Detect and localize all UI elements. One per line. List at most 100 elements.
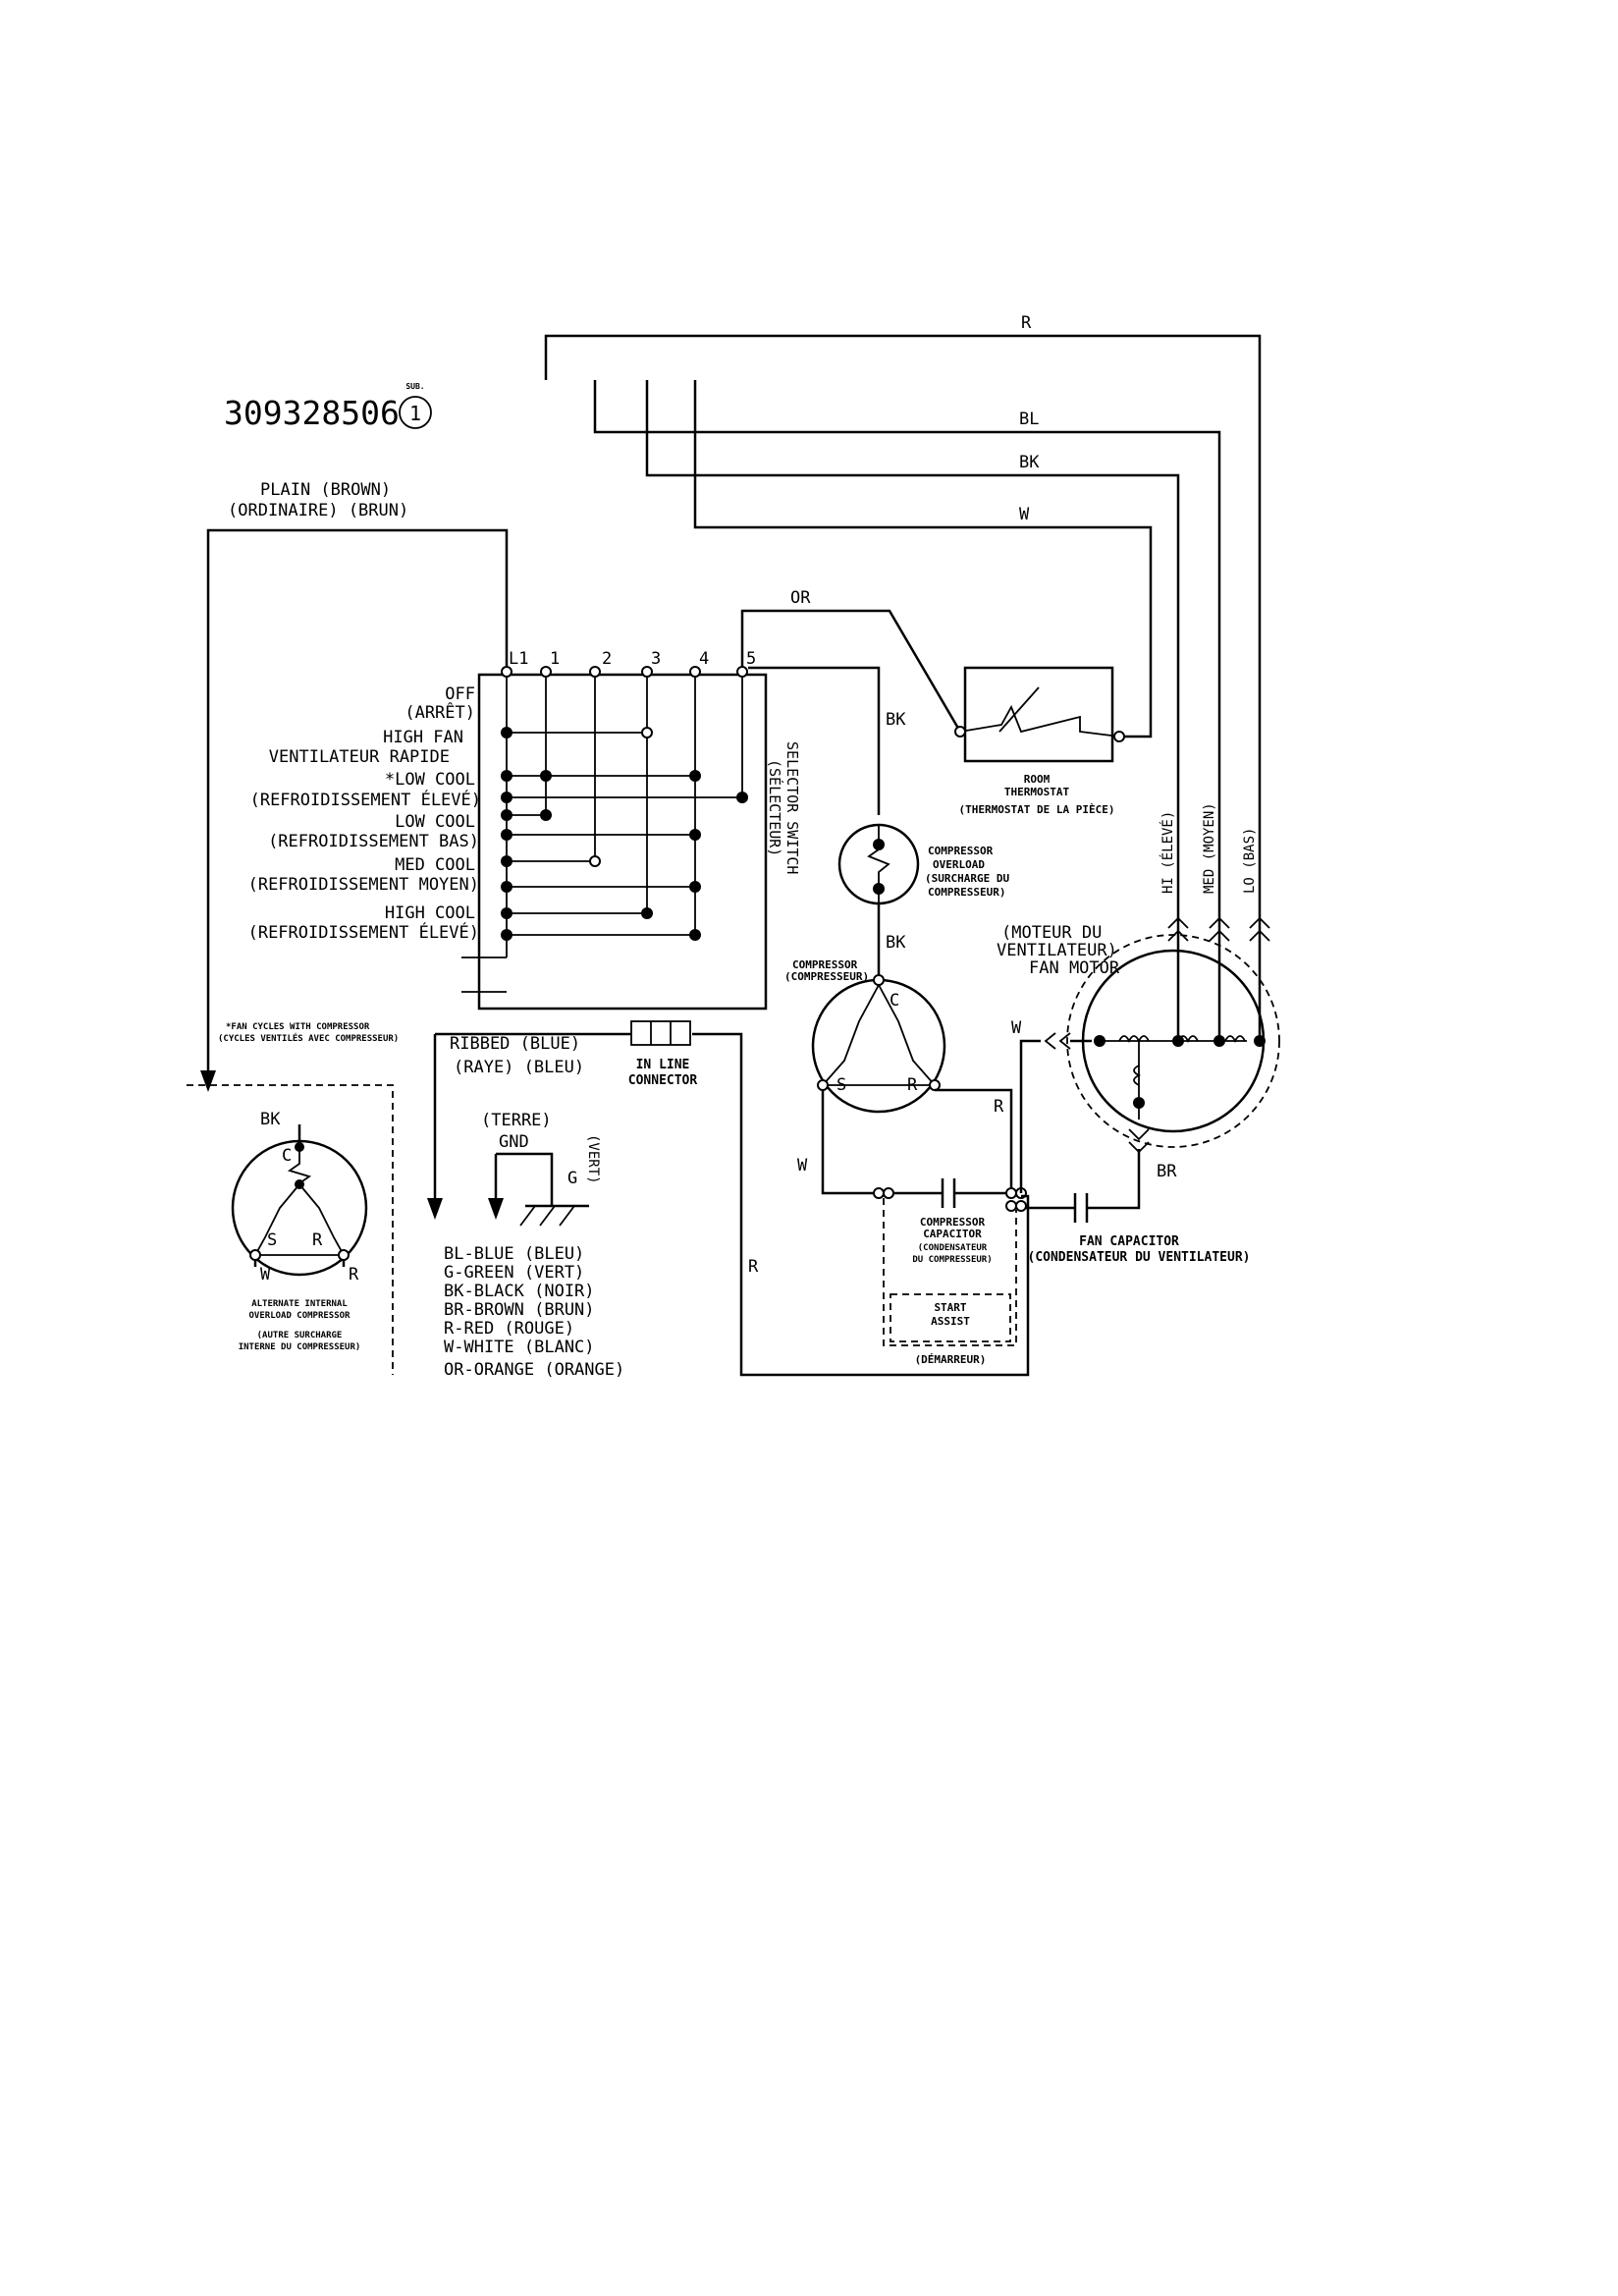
start-assist-box [890,1293,1011,1342]
start-assist-l2: ASSIST [931,1315,970,1328]
terminal-4: 4 [699,649,709,669]
wire-label-r-comp: R [994,1097,1004,1117]
fan-motor-l1: (MOTEUR DU [1001,923,1102,943]
in-line-connector [630,1020,691,1046]
comp-overload-l3: (SURCHARGE DU [925,872,1009,885]
svg-text:(SÉLECTEUR): (SÉLECTEUR) [766,759,784,856]
comp-cap-l2: CAPACITOR [923,1228,982,1240]
legend-5: W-WHITE (BLANC) [444,1338,595,1357]
alt-l1: ALTERNATE INTERNAL [251,1299,348,1309]
svg-text:HI (ÉLEVÉ): HI (ÉLEVÉ) [1160,811,1176,894]
position-low-cool-star-fr: (REFROIDISSEMENT ÉLEVÉ) [250,789,481,810]
terminal-2: 2 [602,649,612,669]
fan-motor-l2: VENTILATEUR) [997,941,1117,960]
room-thermostat-l1: ROOM [1024,773,1051,786]
svg-text:LO (BAS): LO (BAS) [1242,828,1258,894]
compressor-l1: COMPRESSOR [792,958,858,971]
position-off-fr: (ARRÊT) [404,701,475,723]
room-thermostat-l2: THERMOSTAT [1004,786,1070,798]
ground-vert: (VERT) [585,1134,601,1184]
comp-cap-l3: (CONDENSATEUR [918,1243,988,1253]
position-low-cool-fr: (REFROIDISSEMENT BAS) [268,832,479,851]
comp-cap-l4: DU COMPRESSEUR) [912,1255,992,1265]
wire-label-bk-comp2: BK [886,933,906,953]
plain-brown-line2: (ORDINAIRE) (BRUN) [228,501,408,520]
position-high-fan-fr: VENTILATEUR RAPIDE [269,747,450,767]
connector-l1: IN LINE [636,1058,690,1072]
position-high-cool: HIGH COOL [385,903,475,923]
legend-1: G-GREEN (VERT) [444,1263,584,1283]
legend-0: BL-BLUE (BLEU) [444,1244,584,1264]
start-assist-l3: (DÉMARREUR) [915,1353,987,1366]
switch-internal-wiring [461,678,748,993]
fan-note-l1: *FAN CYCLES WITH COMPRESSOR [226,1022,370,1032]
position-high-fan: HIGH FAN [383,728,463,747]
fan-cap-l1: FAN CAPACITOR [1079,1234,1179,1249]
wire-label-r-bottom: R [748,1257,759,1277]
thermostat-contact [959,704,1120,738]
alt-c: C [282,1146,292,1166]
fan-motor-l3: FAN MOTOR [1029,958,1120,978]
legend-6: OR-ORANGE (ORANGE) [444,1360,624,1380]
comp-overload-l4: COMPRESSEUR) [928,886,1005,899]
speed-tap-med: MED (MOYEN) [1202,802,1217,894]
wire-label-bl: BL [1019,410,1039,429]
wire-label-or: OR [790,588,811,608]
position-med-cool-fr: (REFROIDISSEMENT MOYEN) [248,875,479,895]
fan-note-l2: (CYCLES VENTILÉS AVEC COMPRESSEUR) [218,1032,399,1044]
ground-terre: (TERRE) [481,1111,552,1130]
part-number: 309328506 [224,394,400,432]
speed-tap-hi: HI (ÉLEVÉ) [1160,811,1176,894]
compressor [811,978,946,1114]
compressor-l2: (COMPRESSEUR) [784,970,869,983]
alt-l2: OVERLOAD COMPRESSOR [249,1311,351,1321]
fan-motor-windings [1094,916,1270,1154]
room-thermostat-box [963,666,1114,763]
plain-brown-line1: PLAIN (BROWN) [260,480,391,500]
sub-number: 1 [409,402,421,425]
ground-gnd: GND [499,1132,529,1152]
ribbed-l1: RIBBED (BLUE) [450,1034,580,1054]
selector-switch-label: SELECTOR SWITCH (SÉLECTEUR) [766,741,801,874]
alt-s: S [267,1230,277,1250]
legend-2: BK-BLACK (NOIR) [444,1282,595,1301]
position-med-cool: MED COOL [395,855,475,875]
ribbed-l2: (RAYE) (BLEU) [454,1058,584,1077]
wire-label-r: R [1021,313,1032,333]
position-low-cool-star: *LOW COOL [385,770,475,790]
comp-overload-l2: OVERLOAD [933,858,985,871]
position-high-cool-fr: (REFROIDISSEMENT ÉLEVÉ) [248,921,479,943]
comp-r: R [907,1075,918,1095]
sub-label: SUB. [405,382,424,391]
color-legend: BL-BLUE (BLEU) G-GREEN (VERT) BK-BLACK (… [444,1244,624,1380]
terminal-1: 1 [550,649,560,669]
alt-r: R [312,1230,323,1250]
wire-label-bk-comp: BK [886,710,906,730]
svg-text:SELECTOR SWITCH: SELECTOR SWITCH [783,741,801,874]
speed-tap-lo: LO (BAS) [1242,828,1258,894]
position-low-cool: LOW COOL [395,812,475,832]
wire-label-w-fan: W [1011,1018,1022,1038]
svg-text:MED (MOYEN): MED (MOYEN) [1202,802,1217,894]
top-wires: R BL BK W OR BK [206,313,1262,1070]
terminal-l1: L1 [509,649,528,669]
comp-overload-l1: COMPRESSOR [928,845,994,857]
terminal-5: 5 [746,649,756,669]
svg-text:(VERT): (VERT) [585,1134,601,1184]
comp-cap-l1: COMPRESSOR [920,1216,986,1229]
connector-l2: CONNECTOR [628,1073,698,1088]
wire-label-w-comp: W [797,1156,808,1175]
alt-r2: R [349,1265,359,1285]
alt-w: W [260,1265,271,1285]
ground-g: G [567,1169,577,1188]
room-thermostat-l3: (THERMOSTAT DE LA PIÈCE) [959,803,1115,816]
alt-l3: (AUTRE SURCHARGE [257,1331,343,1340]
legend-3: BR-BROWN (BRUN) [444,1300,595,1320]
terminal-3: 3 [651,649,661,669]
start-assist-l1: START [934,1301,966,1314]
switch-terminals: L1 1 2 3 4 5 [501,649,756,678]
alt-bk: BK [260,1110,281,1129]
comp-s: S [836,1075,846,1095]
wire-label-bk: BK [1019,453,1040,472]
